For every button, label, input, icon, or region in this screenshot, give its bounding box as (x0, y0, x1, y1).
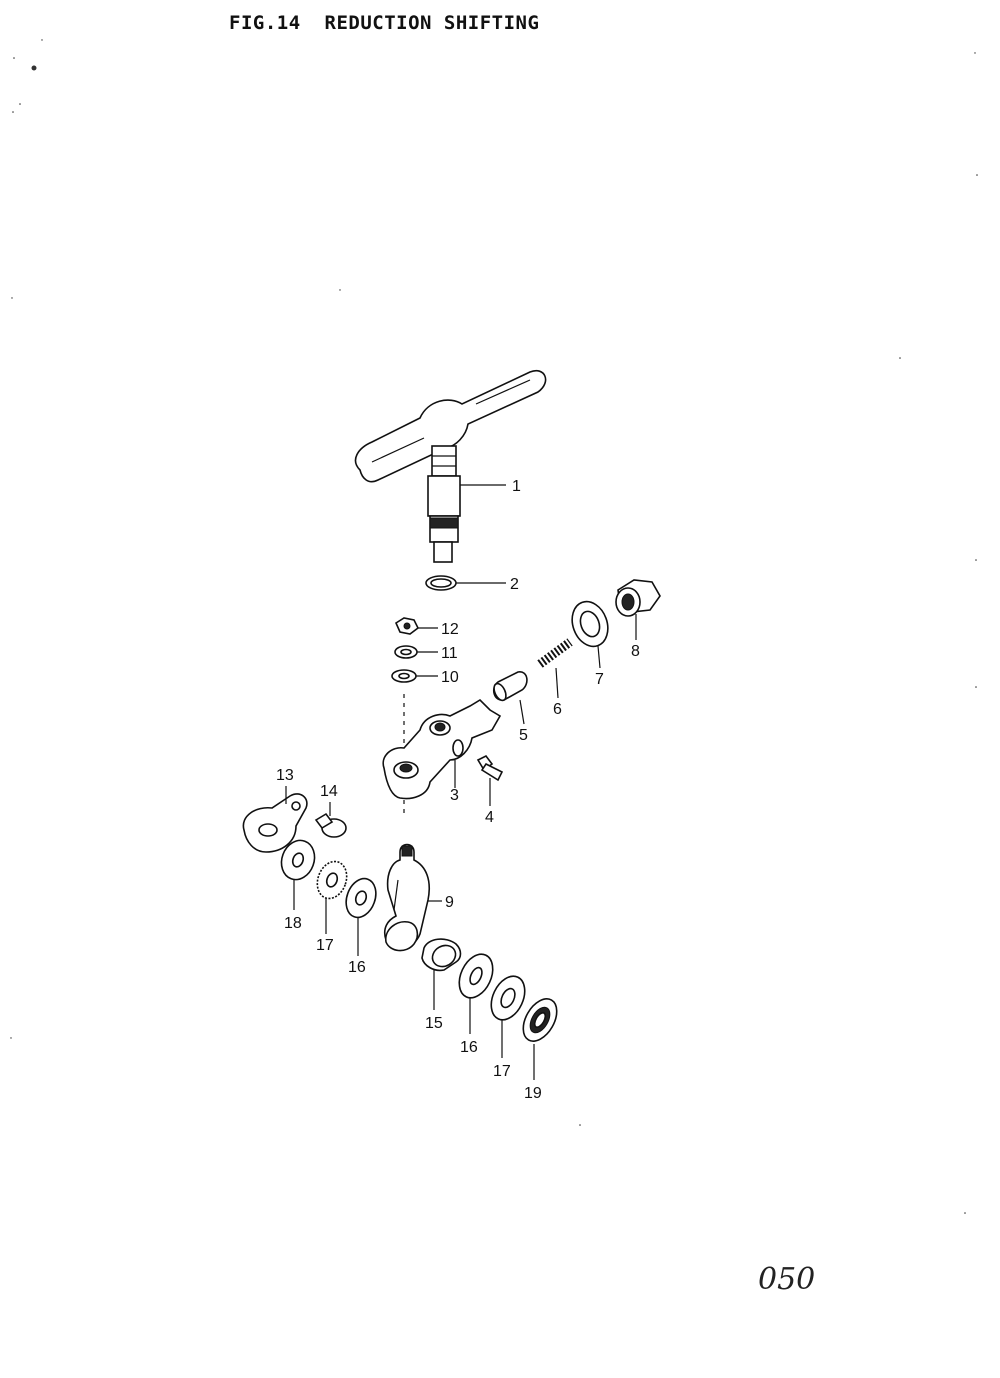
callout-4: 4 (485, 809, 494, 826)
callout-12: 12 (441, 621, 459, 638)
scan-specks (10, 39, 978, 1214)
washer-icon (345, 877, 377, 919)
plug-icon (615, 579, 661, 617)
callout-5: 5 (519, 727, 528, 744)
washer-icon (394, 645, 418, 659)
callout-11: 11 (441, 645, 458, 662)
nut-icon (394, 617, 420, 635)
link-icon (383, 843, 430, 952)
callout-3: 3 (450, 787, 459, 804)
washer-icon (391, 669, 417, 683)
callout-2: 2 (510, 576, 519, 593)
callout-14: 14 (320, 783, 338, 800)
page-number: 050 (758, 1262, 816, 1297)
star-washer-icon (316, 860, 348, 900)
pin-icon (492, 671, 528, 702)
bolt-icon (476, 754, 504, 782)
callout-16-upper: 16 (348, 959, 366, 976)
callout-17-lower: 17 (493, 1063, 511, 1080)
callout-16-lower: 16 (460, 1039, 478, 1056)
washer-icon (458, 953, 494, 999)
callout-17-upper: 17 (316, 937, 334, 954)
seal-icon (522, 998, 558, 1042)
callout-6: 6 (553, 701, 562, 718)
callout-15: 15 (425, 1015, 443, 1032)
bushing-icon (421, 938, 462, 972)
spring-icon (537, 638, 573, 668)
callout-10: 10 (441, 669, 459, 686)
callout-8: 8 (631, 643, 640, 660)
callout-7: 7 (595, 671, 604, 688)
washer-icon (490, 975, 526, 1021)
screw-icon (314, 812, 347, 838)
t-handle-icon (354, 369, 547, 563)
callout-19: 19 (524, 1085, 542, 1102)
callout-18: 18 (284, 915, 302, 932)
arm-icon (382, 698, 502, 800)
leader-lines (285, 484, 637, 1080)
plate-icon (242, 793, 308, 853)
callout-9: 9 (445, 894, 454, 911)
callout-1: 1 (512, 478, 521, 495)
washer-icon (280, 839, 316, 881)
figure-title: FIG.14 REDUCTION SHIFTING (229, 12, 540, 34)
callout-labels: 1 2 3 4 5 6 7 8 9 10 11 12 13 14 15 16 1… (276, 478, 640, 1102)
callout-13: 13 (276, 767, 294, 784)
ring-icon (425, 575, 457, 591)
washer-icon (571, 600, 609, 648)
